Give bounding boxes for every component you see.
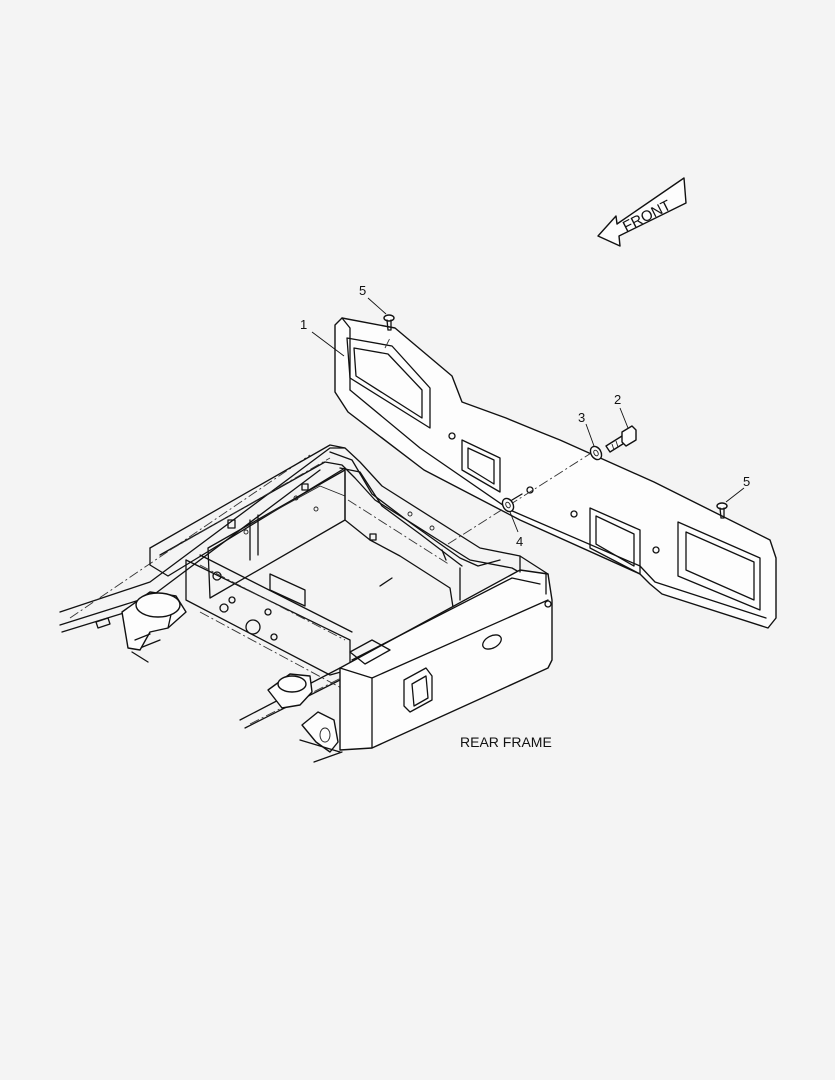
rear-plate-item-1 — [334, 317, 777, 629]
callout-2: 2 — [614, 392, 621, 407]
plug-item-5-left — [383, 314, 395, 331]
washer-item-4 — [501, 493, 523, 513]
washer-item-3 — [589, 445, 603, 461]
callout-4: 4 — [516, 534, 523, 549]
callout-1: 1 — [300, 317, 307, 332]
plug-item-5-right — [716, 502, 728, 519]
callout-5-right: 5 — [743, 474, 750, 489]
front-direction-arrow: FRONT — [597, 177, 687, 247]
rear-frame-label: REAR FRAME — [460, 734, 552, 750]
rear-frame — [59, 444, 553, 763]
callout-leaders — [311, 297, 745, 533]
callout-5-left: 5 — [359, 283, 366, 298]
bolt-item-2 — [605, 425, 637, 453]
callout-3: 3 — [578, 410, 585, 425]
